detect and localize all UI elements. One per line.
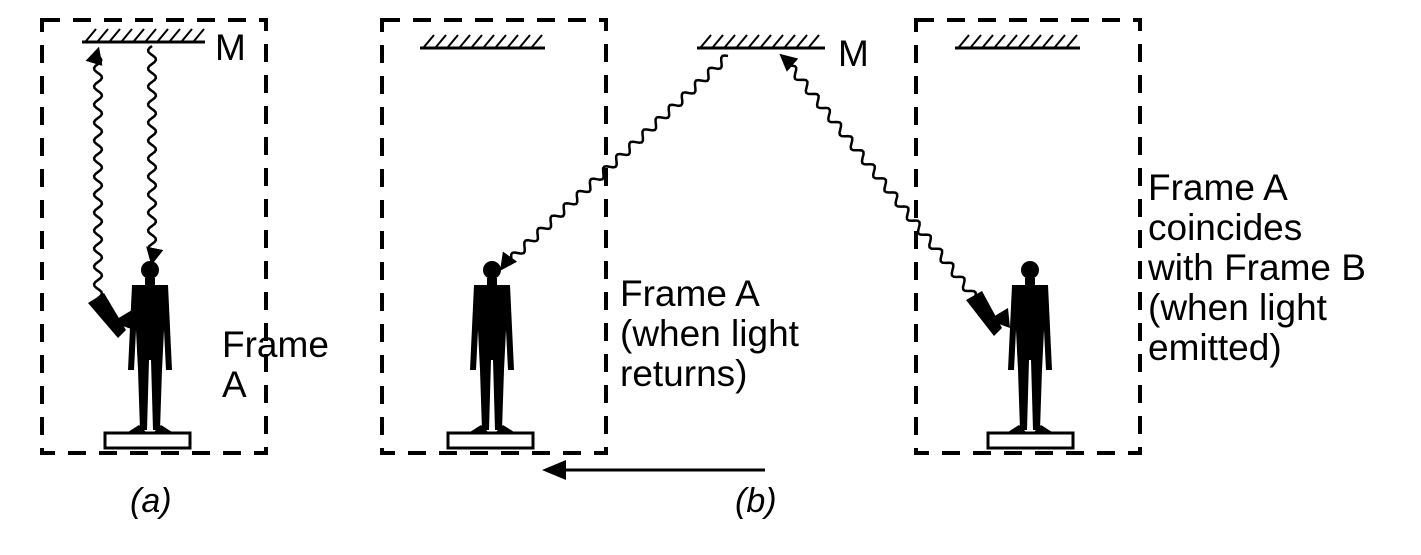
mirror-a bbox=[82, 28, 205, 44]
light-ray-down bbox=[146, 45, 164, 266]
caption-b: (b) bbox=[735, 482, 777, 520]
platform-a bbox=[103, 431, 192, 450]
mirror-right bbox=[955, 34, 1080, 50]
platform-return bbox=[446, 431, 535, 450]
light-source-b bbox=[966, 291, 1002, 336]
mirror-hatch bbox=[85, 28, 205, 42]
observer-emit bbox=[966, 261, 1075, 450]
panel-a: M Frame A (a) bbox=[40, 18, 339, 520]
frame-coincide-box bbox=[914, 18, 1142, 455]
frame-a-return-box bbox=[380, 18, 608, 455]
caption-a: (a) bbox=[130, 482, 172, 520]
observer-return bbox=[446, 261, 535, 450]
light-ray-returning bbox=[499, 54, 729, 271]
frame-a-return-label: Frame A (when light returns) bbox=[620, 273, 809, 394]
light-source-a bbox=[88, 293, 126, 338]
light-ray-up bbox=[85, 46, 104, 299]
mirror-left bbox=[420, 34, 545, 50]
panel-b: M bbox=[380, 18, 1376, 520]
frame-a-label: Frame A bbox=[222, 324, 339, 405]
light-ray-incoming bbox=[779, 53, 978, 299]
motion-arrow bbox=[542, 460, 765, 480]
platform-emit bbox=[986, 431, 1075, 450]
frame-a-box bbox=[40, 18, 268, 455]
mirror-center bbox=[697, 34, 825, 50]
frame-coincide-label: Frame A coincides with Frame B (when lig… bbox=[1147, 167, 1376, 368]
mirror-label: M bbox=[838, 33, 869, 74]
observer-a bbox=[88, 261, 192, 450]
mirror-label: M bbox=[215, 27, 246, 68]
